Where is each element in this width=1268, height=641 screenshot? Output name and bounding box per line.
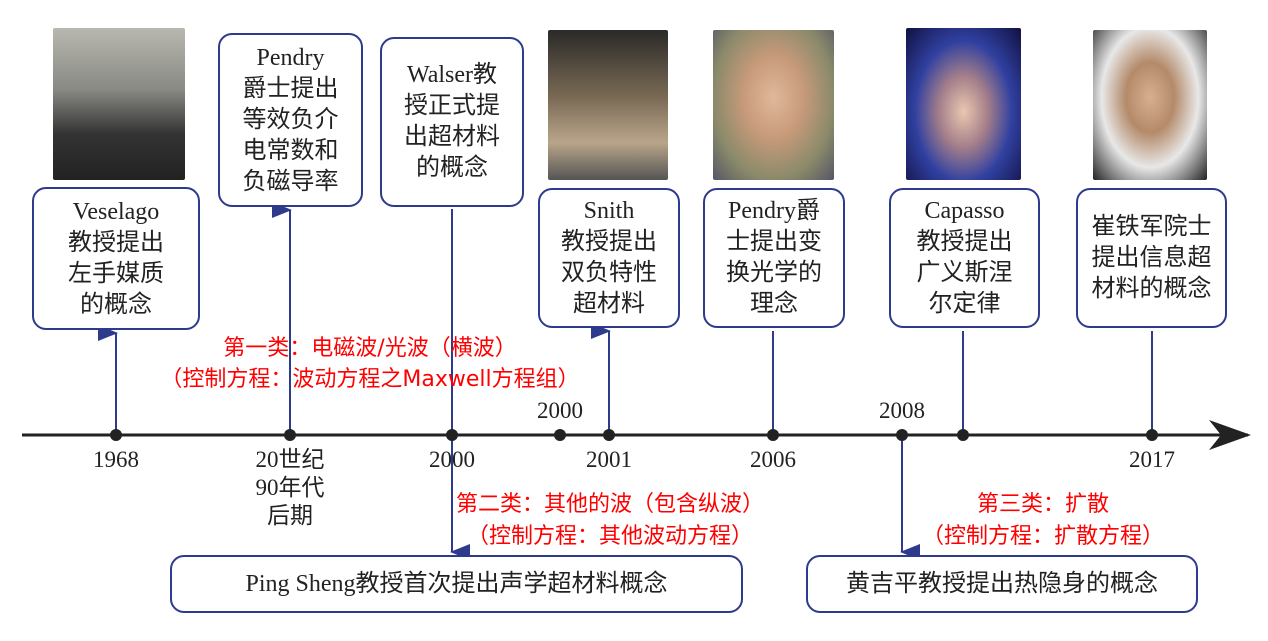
axis-dot bbox=[1146, 429, 1158, 441]
photo-veselago bbox=[53, 28, 185, 180]
year-label-2008-upper: 2008 bbox=[879, 398, 925, 423]
category-third-equation: （控制方程：扩散方程） bbox=[921, 524, 1165, 549]
year-label-1990s: 20世纪 90年代 后期 bbox=[255, 447, 325, 528]
category-first-title: 第一类：电磁波/光波（横波） bbox=[223, 336, 517, 361]
axis-dot bbox=[110, 429, 122, 441]
axis-dot bbox=[284, 429, 296, 441]
year-label-2006: 2006 bbox=[750, 447, 796, 472]
year-label-1968: 1968 bbox=[93, 447, 139, 472]
event-box-walser: Walser教 授正式提 出超材料 的概念 bbox=[380, 37, 524, 207]
photo-capasso bbox=[906, 28, 1021, 180]
category-third-title: 第三类：扩散 bbox=[976, 492, 1110, 517]
event-box-ping-sheng: Ping Sheng教授首次提出声学超材料概念 bbox=[170, 555, 743, 613]
photo-pendry bbox=[713, 30, 834, 180]
event-box-pendry2: Pendry爵 士提出变 换光学的 理念 bbox=[703, 188, 845, 328]
event-box-smith: Snith 教授提出 双负特性 超材料 bbox=[538, 188, 680, 328]
axis-dot bbox=[896, 429, 908, 441]
category-first-equation: （控制方程：波动方程之Maxwell方程组） bbox=[160, 367, 580, 392]
event-box-capasso: Capasso 教授提出 广义斯涅 尔定律 bbox=[889, 188, 1040, 328]
year-label-2000-upper: 2000 bbox=[537, 398, 583, 423]
axis-dot bbox=[957, 429, 969, 441]
event-box-pendry1: Pendry 爵士提出 等效负介 电常数和 负磁导率 bbox=[218, 33, 363, 207]
axis-dot bbox=[603, 429, 615, 441]
year-label-2000: 2000 bbox=[429, 447, 475, 472]
axis-dot bbox=[554, 429, 566, 441]
category-second-equation: （控制方程：其他波动方程） bbox=[466, 524, 754, 549]
photo-cui bbox=[1093, 30, 1207, 180]
event-box-veselago: Veselago 教授提出 左手媒质 的概念 bbox=[32, 187, 200, 330]
photo-smith bbox=[548, 30, 668, 180]
axis-dot bbox=[446, 429, 458, 441]
year-label-2017: 2017 bbox=[1129, 447, 1175, 472]
event-box-huang: 黄吉平教授提出热隐身的概念 bbox=[806, 555, 1198, 613]
category-second-title: 第二类：其他的波（包含纵波） bbox=[455, 492, 765, 517]
event-box-cui: 崔铁军院士 提出信息超 材料的概念 bbox=[1076, 188, 1227, 328]
axis-dot bbox=[767, 429, 779, 441]
year-label-2001: 2001 bbox=[586, 447, 632, 472]
